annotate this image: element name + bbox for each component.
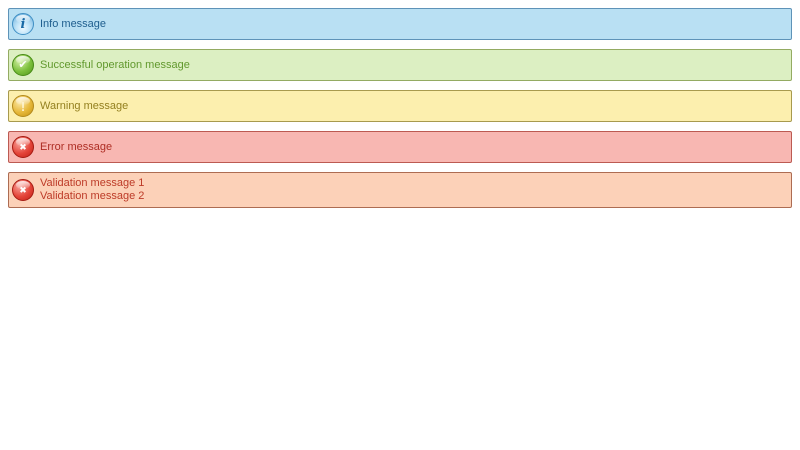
error-cross-icon: ✖: [12, 179, 34, 201]
alert-success-line: Successful operation message: [40, 58, 190, 71]
alert-validation-line-1: Validation message 1: [40, 177, 145, 189]
warning-exclamation-icon-glyph: !: [20, 98, 26, 114]
alert-validation-message: Validation message 1 Validation message …: [40, 177, 144, 203]
alert-warning-message: Warning message: [40, 100, 128, 113]
alert-info-message: Info message: [40, 18, 106, 31]
alert-error: ✖ Error message: [8, 131, 792, 163]
alert-error-message: Error message: [40, 141, 112, 154]
alert-error-line: Error message: [40, 140, 113, 153]
warning-exclamation-icon: !: [12, 95, 34, 117]
alert-success-message: Successful operation message: [40, 59, 190, 72]
info-icon: i: [12, 13, 34, 35]
success-check-icon-glyph: ✔: [18, 58, 28, 71]
info-icon-glyph: i: [20, 16, 26, 32]
alert-warning-line: Warning message: [40, 99, 129, 112]
alert-info: i Info message: [8, 8, 792, 40]
alert-warning: ! Warning message: [8, 90, 792, 122]
error-cross-icon: ✖: [12, 136, 34, 158]
alert-success: ✔ Successful operation message: [8, 49, 792, 81]
success-check-icon: ✔: [12, 54, 34, 76]
alert-validation: ✖ Validation message 1 Validation messag…: [8, 172, 792, 208]
error-cross-icon-glyph: ✖: [19, 141, 27, 152]
error-cross-icon-glyph: ✖: [19, 184, 27, 195]
alert-validation-line-2: Validation message 2: [40, 190, 145, 202]
alert-info-line: Info message: [40, 17, 107, 30]
